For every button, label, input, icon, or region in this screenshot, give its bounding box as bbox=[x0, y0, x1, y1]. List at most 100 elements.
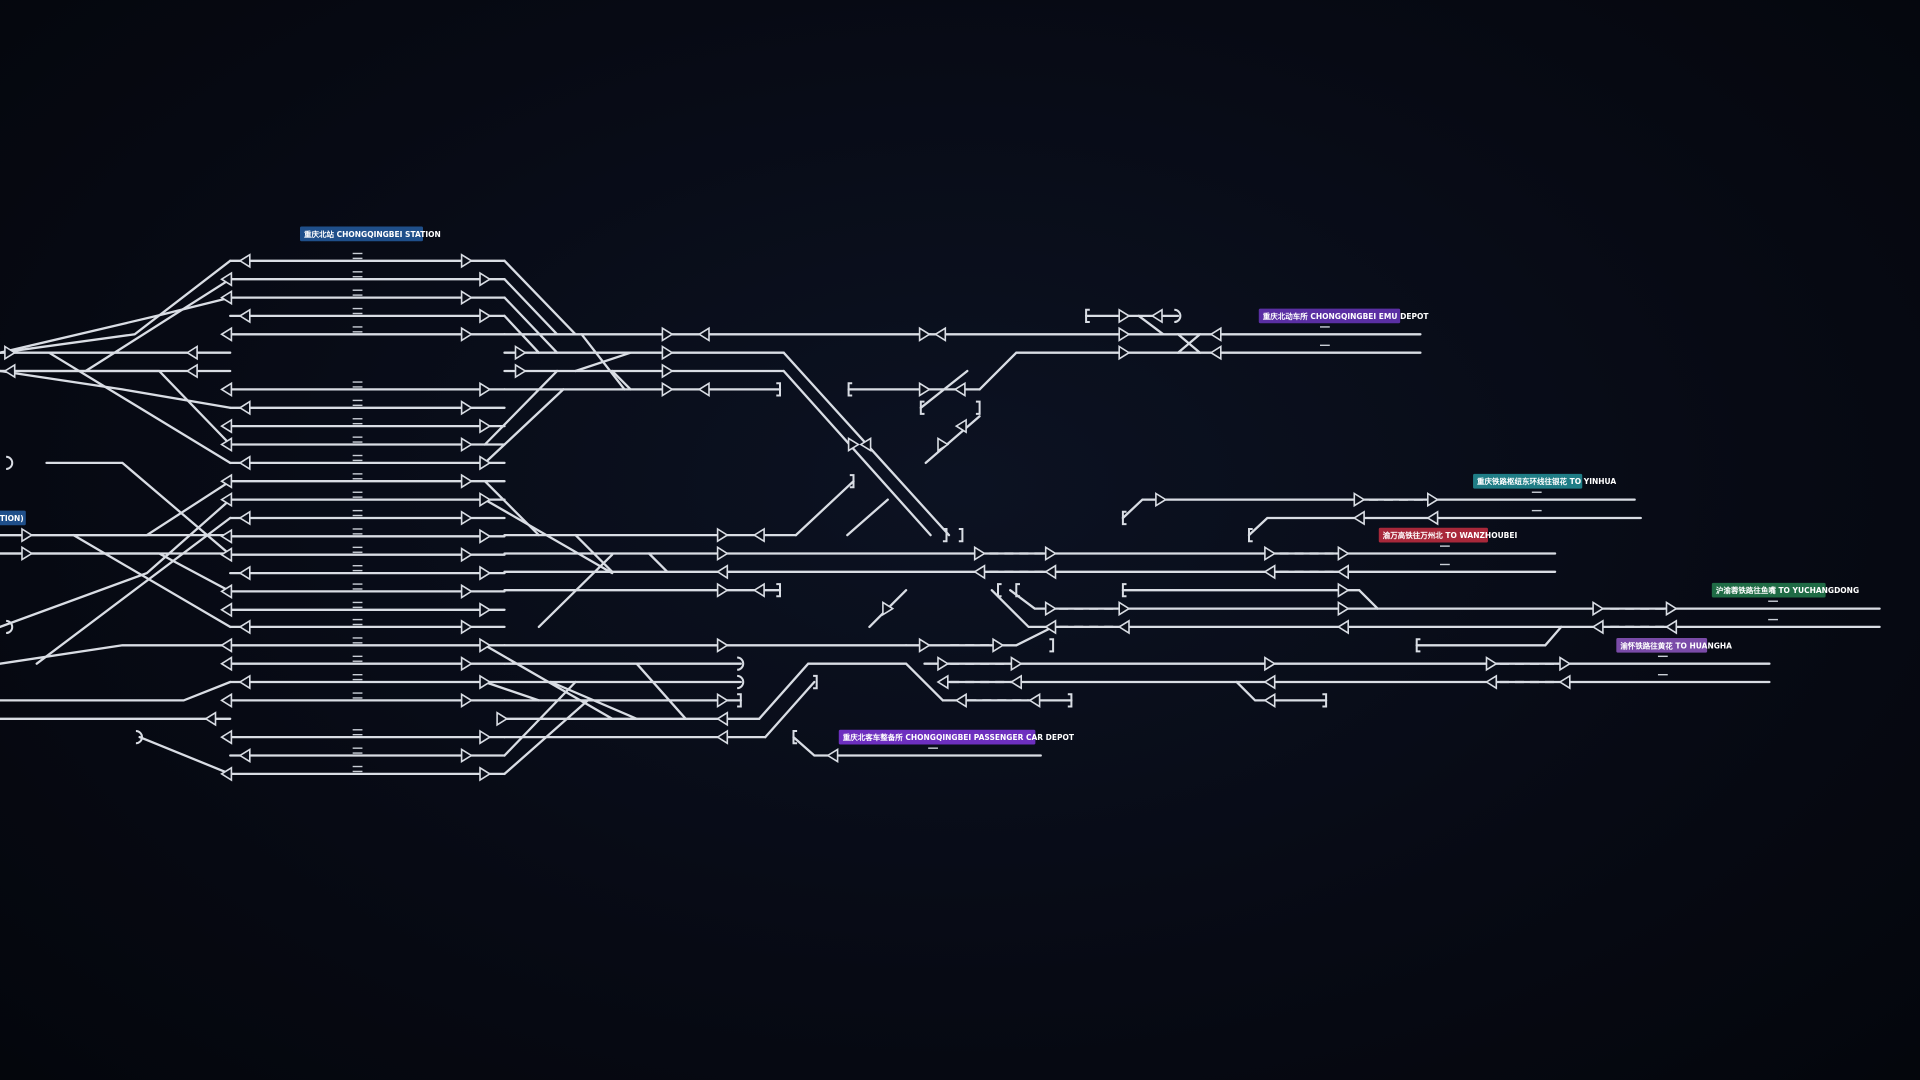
signal-right-icon[interactable] bbox=[479, 308, 492, 324]
signal-left-icon[interactable] bbox=[220, 602, 233, 618]
signal-right-icon[interactable] bbox=[460, 510, 473, 526]
signal-right-icon[interactable] bbox=[21, 545, 34, 562]
signal-right-icon[interactable] bbox=[479, 674, 492, 690]
signal-right-icon[interactable] bbox=[1353, 492, 1366, 508]
signal-left-icon[interactable] bbox=[220, 381, 233, 397]
signal-left-icon[interactable] bbox=[238, 674, 251, 690]
signal-right-icon[interactable] bbox=[1118, 345, 1131, 361]
signal-left-icon[interactable] bbox=[204, 711, 217, 727]
signal-right-icon[interactable] bbox=[1010, 656, 1023, 672]
label-edge-clipped[interactable]: CTION) bbox=[0, 510, 26, 526]
signal-left-icon[interactable] bbox=[826, 747, 839, 764]
signal-left-icon[interactable] bbox=[220, 729, 233, 745]
signal-right-icon[interactable] bbox=[460, 547, 473, 563]
label-station[interactable]: 重庆北站 CHONGQINGBEI STATION bbox=[300, 226, 441, 242]
signal-left-icon[interactable] bbox=[697, 381, 710, 397]
signal-left-icon[interactable] bbox=[1336, 564, 1349, 580]
signal-right-icon[interactable] bbox=[918, 381, 931, 397]
label-to-yuchangdong[interactable]: 沪渝蓉铁路往鱼嘴 TO YUCHANGDONG bbox=[1711, 582, 1859, 598]
signal-left-icon[interactable] bbox=[220, 418, 233, 434]
signal-left-icon[interactable] bbox=[220, 692, 233, 708]
signal-left-icon[interactable] bbox=[1263, 692, 1276, 708]
signal-left-icon[interactable] bbox=[238, 400, 251, 416]
signal-right-icon[interactable] bbox=[460, 326, 473, 342]
signal-right-icon[interactable] bbox=[1427, 492, 1440, 508]
signal-right-icon[interactable] bbox=[1559, 656, 1572, 672]
signal-right-icon[interactable] bbox=[479, 565, 492, 581]
signal-right-icon[interactable] bbox=[1337, 600, 1350, 617]
signal-right-icon[interactable] bbox=[460, 619, 473, 635]
signal-right-icon[interactable] bbox=[460, 656, 473, 672]
signal-right-icon[interactable] bbox=[992, 637, 1005, 653]
signal-left-icon[interactable] bbox=[716, 711, 729, 727]
signal-left-icon[interactable] bbox=[220, 326, 233, 342]
signal-left-icon[interactable] bbox=[238, 455, 251, 471]
signal-left-icon[interactable] bbox=[220, 583, 233, 600]
signal-right-icon[interactable] bbox=[479, 271, 492, 287]
signal-left-icon[interactable] bbox=[1263, 564, 1276, 580]
signal-right-icon[interactable] bbox=[460, 253, 473, 269]
signal-left-icon[interactable] bbox=[238, 510, 251, 526]
signal-right-icon[interactable] bbox=[1118, 600, 1131, 617]
signal-left-icon[interactable] bbox=[220, 492, 233, 508]
signal-right-icon[interactable] bbox=[1155, 492, 1168, 508]
signal-left-icon[interactable] bbox=[954, 692, 967, 708]
signal-right-icon[interactable] bbox=[1044, 600, 1058, 617]
signal-left-icon[interactable] bbox=[954, 418, 967, 434]
signal-left-icon[interactable] bbox=[220, 528, 233, 544]
signal-left-icon[interactable] bbox=[1426, 510, 1439, 526]
signal-right-icon[interactable] bbox=[479, 602, 492, 618]
signal-left-icon[interactable] bbox=[953, 381, 966, 397]
signal-right-icon[interactable] bbox=[882, 600, 895, 617]
signal-right-icon[interactable] bbox=[1044, 545, 1058, 562]
signal-left-icon[interactable] bbox=[1558, 674, 1571, 690]
signal-right-icon[interactable] bbox=[716, 582, 729, 598]
signal-right-icon[interactable] bbox=[514, 363, 527, 379]
signal-left-icon[interactable] bbox=[220, 766, 233, 782]
signal-left-icon[interactable] bbox=[220, 271, 233, 287]
signal-left-icon[interactable] bbox=[1209, 345, 1222, 361]
signal-right-icon[interactable] bbox=[21, 527, 34, 543]
signal-right-icon[interactable] bbox=[479, 766, 492, 782]
signal-right-icon[interactable] bbox=[479, 418, 492, 434]
signal-left-icon[interactable] bbox=[220, 656, 233, 672]
signal-right-icon[interactable] bbox=[716, 692, 729, 708]
signal-right-icon[interactable] bbox=[460, 583, 473, 600]
signal-left-icon[interactable] bbox=[716, 564, 729, 580]
signal-left-icon[interactable] bbox=[220, 436, 233, 453]
signal-left-icon[interactable] bbox=[1150, 308, 1163, 324]
label-to-wanzhoubei[interactable]: 渝万高铁往万州北 TO WANZHOUBEI bbox=[1378, 527, 1518, 543]
signal-left-icon[interactable] bbox=[1209, 326, 1222, 342]
label-to-huangha[interactable]: 渝怀铁路往黄花 TO HUANGHA bbox=[1616, 637, 1732, 653]
signal-right-icon[interactable] bbox=[479, 455, 492, 471]
signal-right-icon[interactable] bbox=[496, 711, 509, 727]
signal-right-icon[interactable] bbox=[479, 381, 492, 397]
signal-right-icon[interactable] bbox=[479, 492, 492, 508]
signal-right-icon[interactable] bbox=[937, 436, 950, 453]
signal-left-icon[interactable] bbox=[1352, 510, 1365, 526]
signal-right-icon[interactable] bbox=[1485, 656, 1498, 672]
signal-right-icon[interactable] bbox=[460, 692, 473, 708]
signal-right-icon[interactable] bbox=[460, 289, 473, 306]
signal-right-icon[interactable] bbox=[1264, 656, 1277, 672]
signal-left-icon[interactable] bbox=[752, 582, 765, 598]
signal-right-icon[interactable] bbox=[661, 345, 674, 361]
signal-right-icon[interactable] bbox=[1337, 582, 1350, 598]
signal-right-icon[interactable] bbox=[460, 747, 473, 764]
signal-right-icon[interactable] bbox=[479, 637, 492, 653]
signal-right-icon[interactable] bbox=[716, 545, 729, 562]
signal-left-icon[interactable] bbox=[933, 326, 947, 342]
signal-right-icon[interactable] bbox=[661, 363, 674, 379]
signal-left-icon[interactable] bbox=[220, 637, 233, 653]
signal-left-icon[interactable] bbox=[185, 345, 198, 361]
signal-left-icon[interactable] bbox=[936, 674, 949, 690]
signal-right-icon[interactable] bbox=[661, 381, 674, 397]
signal-left-icon[interactable] bbox=[1117, 619, 1130, 635]
signal-right-icon[interactable] bbox=[1118, 308, 1131, 324]
signal-left-icon[interactable] bbox=[697, 326, 710, 342]
signal-left-icon[interactable] bbox=[1591, 619, 1604, 635]
signal-right-icon[interactable] bbox=[1118, 326, 1131, 342]
signal-left-icon[interactable] bbox=[220, 289, 233, 306]
signal-left-icon[interactable] bbox=[1044, 564, 1057, 580]
